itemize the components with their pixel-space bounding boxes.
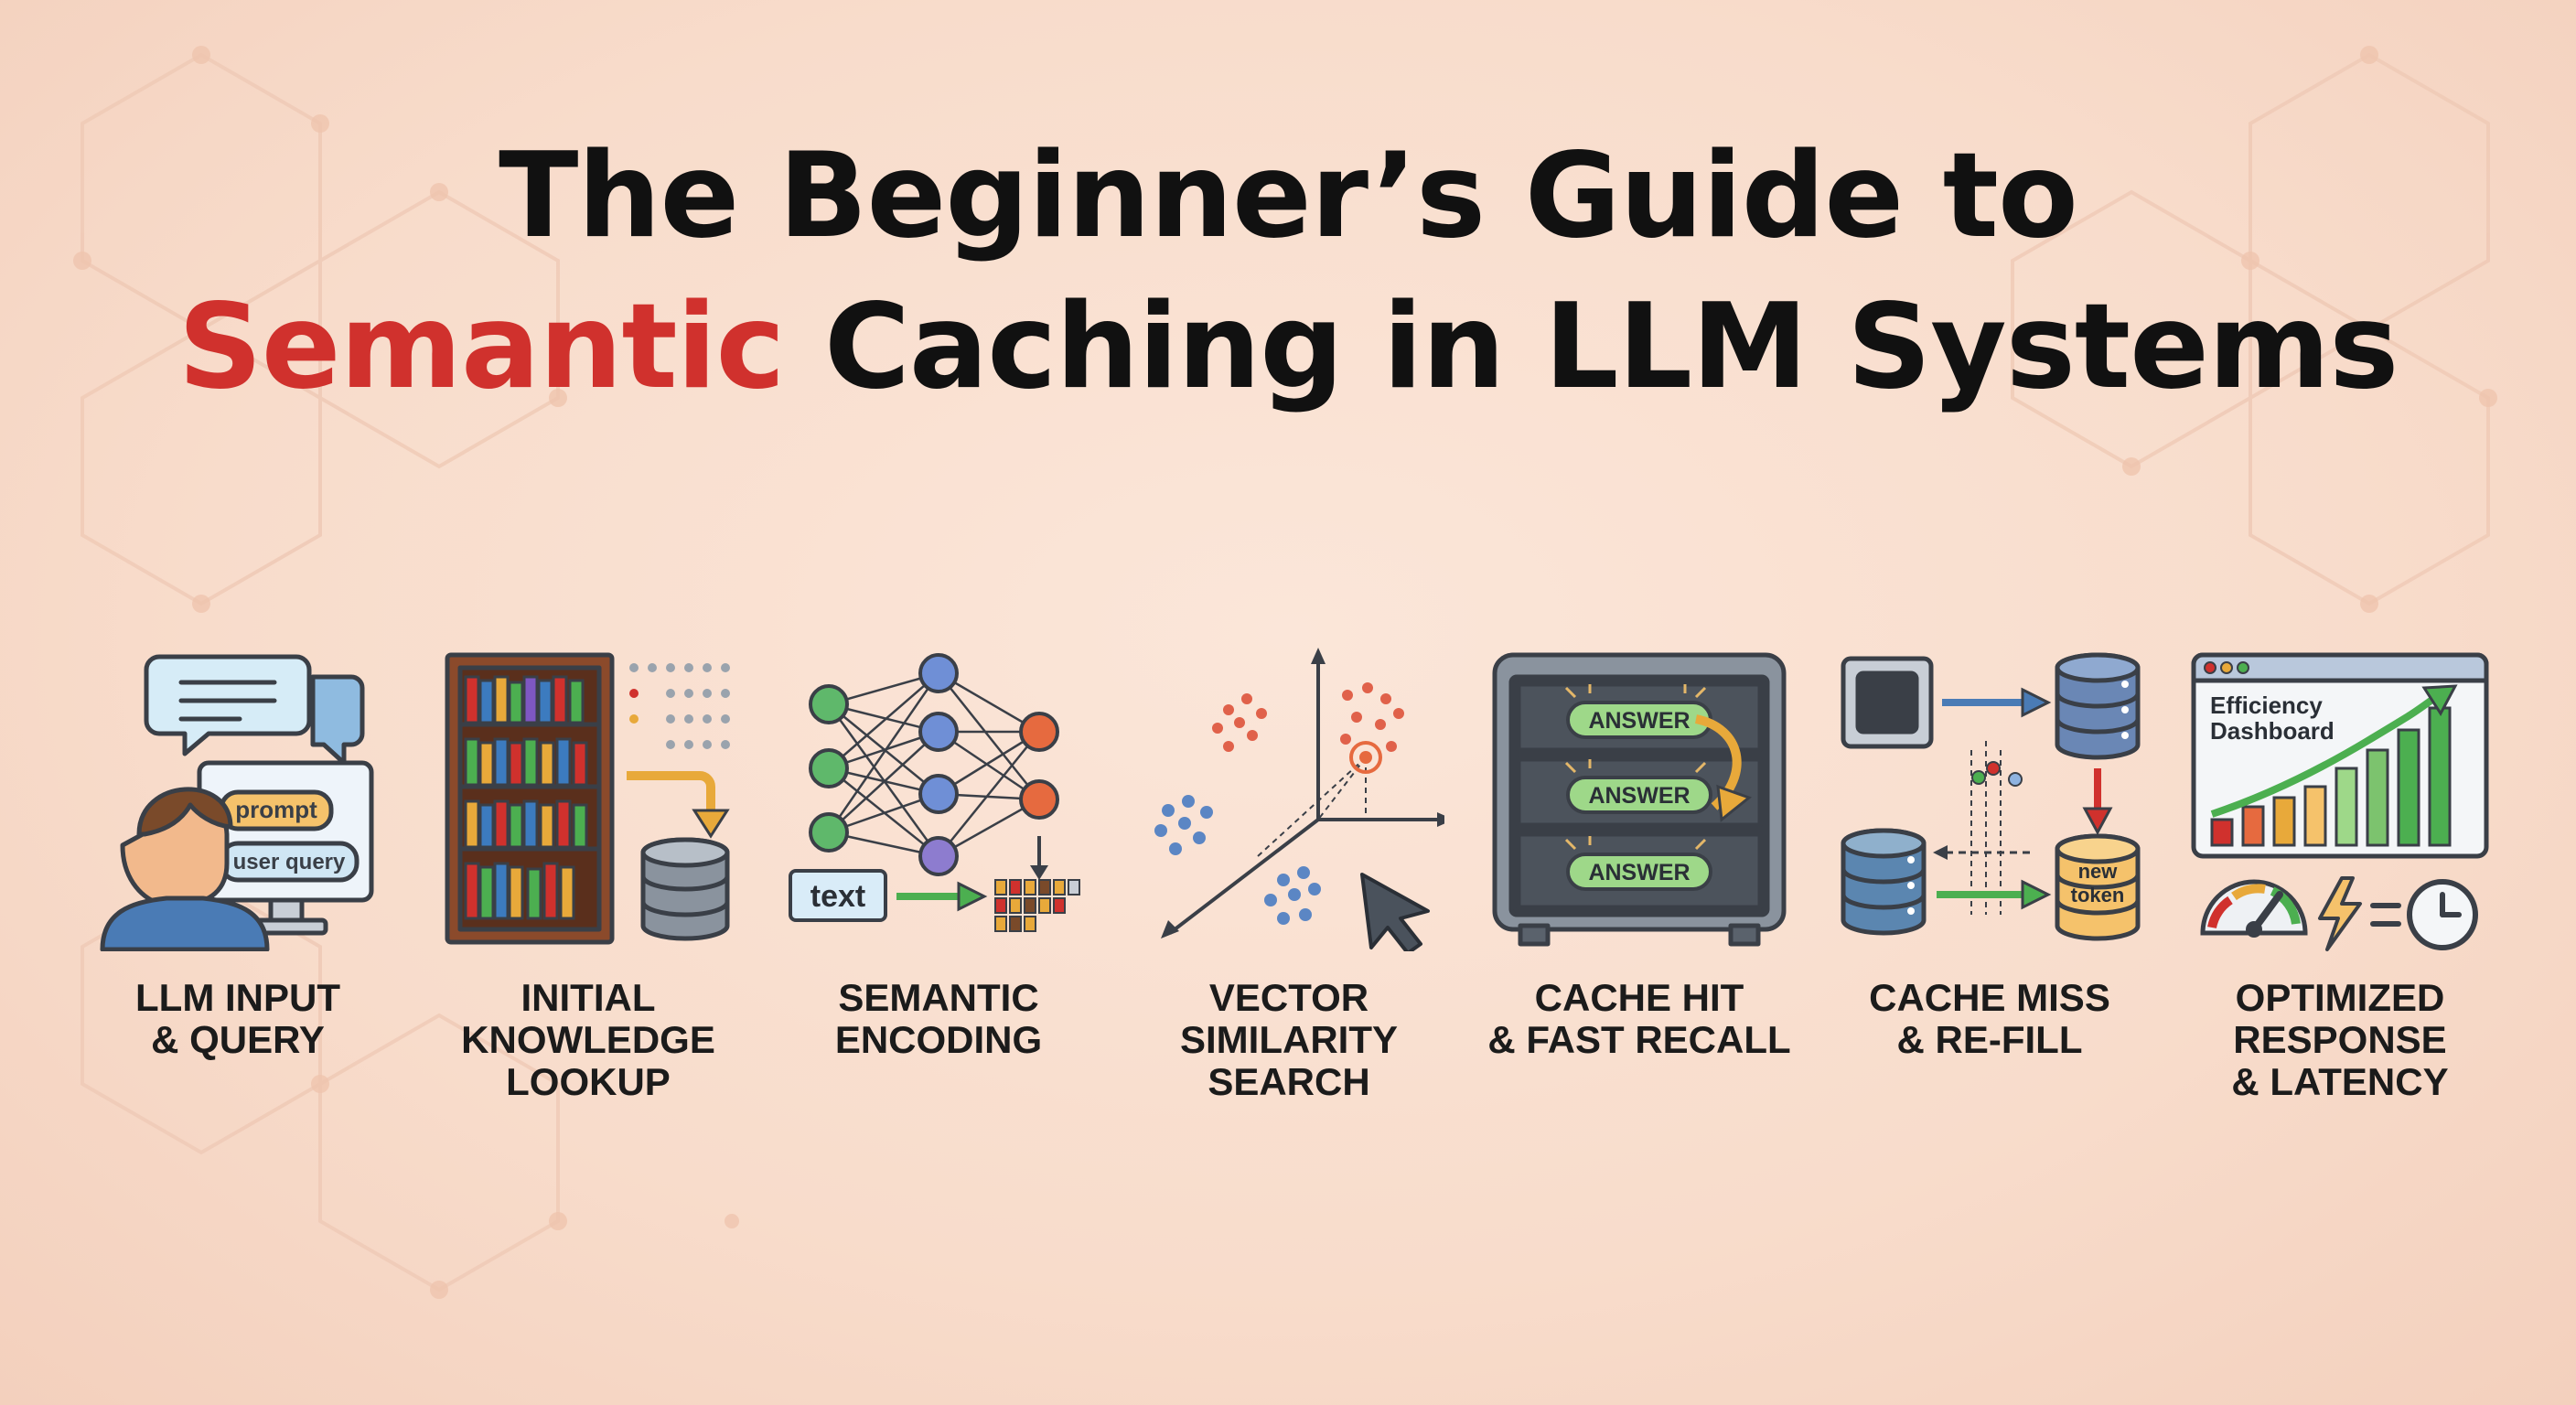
title-accent-word: Semantic [177, 279, 786, 415]
user-query-icon: prompt user query [100, 654, 374, 951]
step-knowledge-lookup: INITIAL KNOWLEDGE LOOKUP [405, 640, 771, 1103]
dashboard-title-line1: Efficiency [2210, 692, 2323, 719]
answer-pill-2: ANSWER [1588, 783, 1690, 809]
step-vector-search: VECTOR SIMILARITY SEARCH [1106, 640, 1472, 1103]
new-token-line1: new [2078, 860, 2119, 883]
step-label: OPTIMIZED RESPONSE & LATENCY [2231, 976, 2449, 1103]
step-label: CACHE MISS & RE-FILL [1869, 976, 2110, 1061]
efficiency-dashboard-icon: Efficiency Dashboard [2191, 652, 2489, 951]
neural-network-icon: text [789, 653, 1080, 932]
step-label: LLM INPUT & QUERY [135, 976, 340, 1061]
step-label: VECTOR SIMILARITY SEARCH [1180, 976, 1398, 1103]
title-line-2: Semantic Caching in LLM Systems [0, 279, 2576, 415]
user-query-chip: user query [233, 850, 346, 874]
step-label: CACHE HIT & FAST RECALL [1487, 976, 1791, 1061]
answer-pill-1: ANSWER [1588, 708, 1690, 734]
step-optimized-response: Efficiency Dashboard OPTI [2157, 640, 2523, 1103]
step-semantic-encoding: text SEMANTIC ENCODING [756, 640, 1122, 1061]
bookshelf-database-icon [445, 652, 730, 945]
prompt-chip: prompt [235, 796, 317, 823]
title-line-1: The Beginner’s Guide to [499, 128, 2078, 264]
new-token-line2: token [2071, 884, 2125, 906]
answer-pill-3: ANSWER [1588, 860, 1690, 885]
text-chip: text [810, 879, 865, 914]
cache-refill-icon: new token [1841, 652, 2141, 941]
step-cache-hit: ANSWER ANSWER ANSWER CACHE HIT & FAST RE… [1456, 640, 1822, 1061]
step-label: INITIAL KNOWLEDGE LOOKUP [461, 976, 715, 1103]
vector-space-icon [1154, 648, 1444, 951]
step-label: SEMANTIC ENCODING [834, 976, 1043, 1061]
title-rest: Caching in LLM Systems [784, 279, 2399, 415]
step-cache-miss: new token CACHE MISS & RE-FILL [1807, 640, 2173, 1061]
cache-cabinet-icon: ANSWER ANSWER ANSWER [1492, 652, 1787, 947]
dashboard-title-line2: Dashboard [2210, 717, 2334, 745]
step-llm-input: prompt user query LLM INPUT & QUERY [55, 640, 421, 1061]
